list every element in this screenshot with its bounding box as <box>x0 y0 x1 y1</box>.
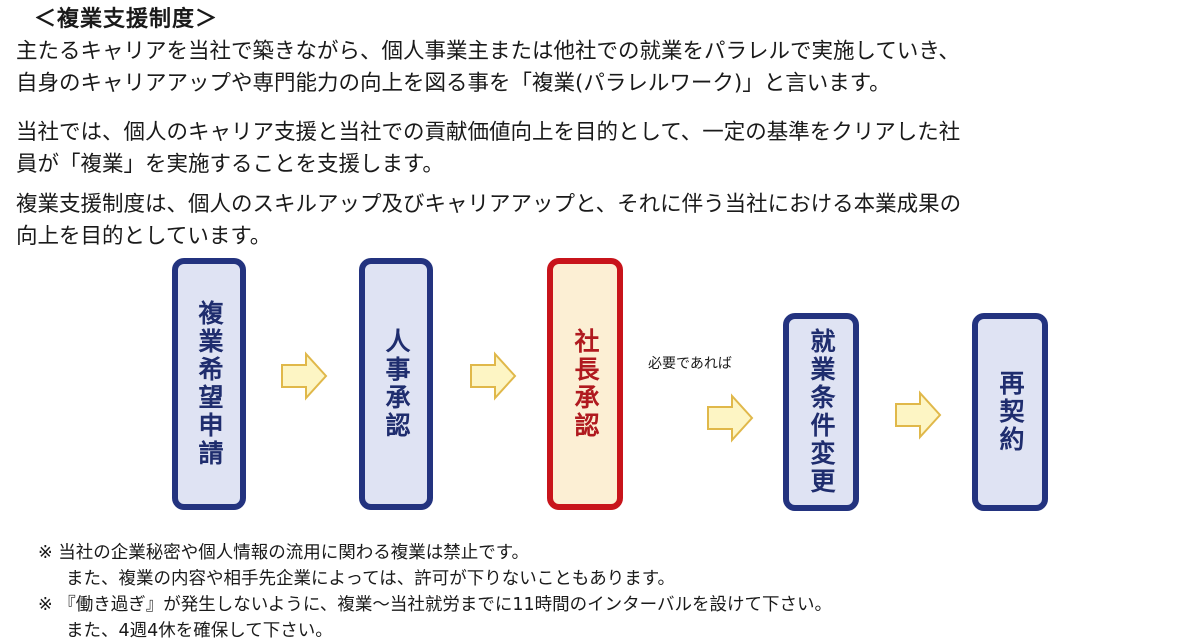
note-line: また、複業の内容や相手先企業によっては、許可が下りないこともあります。 <box>66 569 675 589</box>
arrow-right-icon <box>281 351 328 401</box>
arrow-right-icon <box>707 393 754 443</box>
flow-step-condition-change: 就業条件変更 <box>783 313 859 511</box>
arrow-right-icon <box>470 351 517 401</box>
paragraph-line: 自身のキャリアアップや専門能力の向上を図る事を「複業(パラレルワーク)」と言いま… <box>16 71 891 96</box>
page-title: ＜複業支援制度＞ <box>34 7 219 32</box>
flow-step-recontract: 再契約 <box>972 313 1048 511</box>
flow-step-label: 就業条件変更 <box>807 328 836 496</box>
note-line: また、4週4休を確保して下さい。 <box>66 621 333 641</box>
flow-step-hr-approval: 人事承認 <box>359 258 433 510</box>
paragraph-line: 当社では、個人のキャリア支援と当社での貢献価値向上を目的として、一定の基準をクリ… <box>16 120 961 145</box>
note-line: ※ 当社の企業秘密や個人情報の流用に関わる複業は禁止です。 <box>38 543 529 563</box>
paragraph-definition: 主たるキャリアを当社で築きながら、個人事業主または他社での就業をパラレルで実施し… <box>16 36 960 100</box>
paragraph-line: 向上を目的としています。 <box>16 224 272 249</box>
flow-step-application: 複業希望申請 <box>172 258 246 510</box>
paragraph-line: 員が「複業」を実施することを支援します。 <box>16 152 444 177</box>
flow-step-label: 再契約 <box>996 370 1025 454</box>
paragraph-line: 主たるキャリアを当社で築きながら、個人事業主または他社での就業をパラレルで実施し… <box>16 39 960 64</box>
arrow-right-icon <box>895 390 942 440</box>
conditional-label: 必要であれば <box>648 356 732 372</box>
paragraph-line: 複業支援制度は、個人のスキルアップ及びキャリアアップと、それに伴う当社における本… <box>16 192 962 217</box>
flow-step-label: 複業希望申請 <box>195 300 224 468</box>
paragraph-purpose: 複業支援制度は、個人のスキルアップ及びキャリアアップと、それに伴う当社における本… <box>16 189 961 253</box>
note-line: ※ 『働き過ぎ』が発生しないように、複業～当社就労までに11時間のインターバルを… <box>38 595 832 615</box>
paragraph-support: 当社では、個人のキャリア支援と当社での貢献価値向上を目的として、一定の基準をクリ… <box>16 117 960 181</box>
flow-step-label: 社長承認 <box>571 328 600 440</box>
flow-step-label: 人事承認 <box>382 328 411 440</box>
flow-step-president-approval: 社長承認 <box>547 258 623 510</box>
